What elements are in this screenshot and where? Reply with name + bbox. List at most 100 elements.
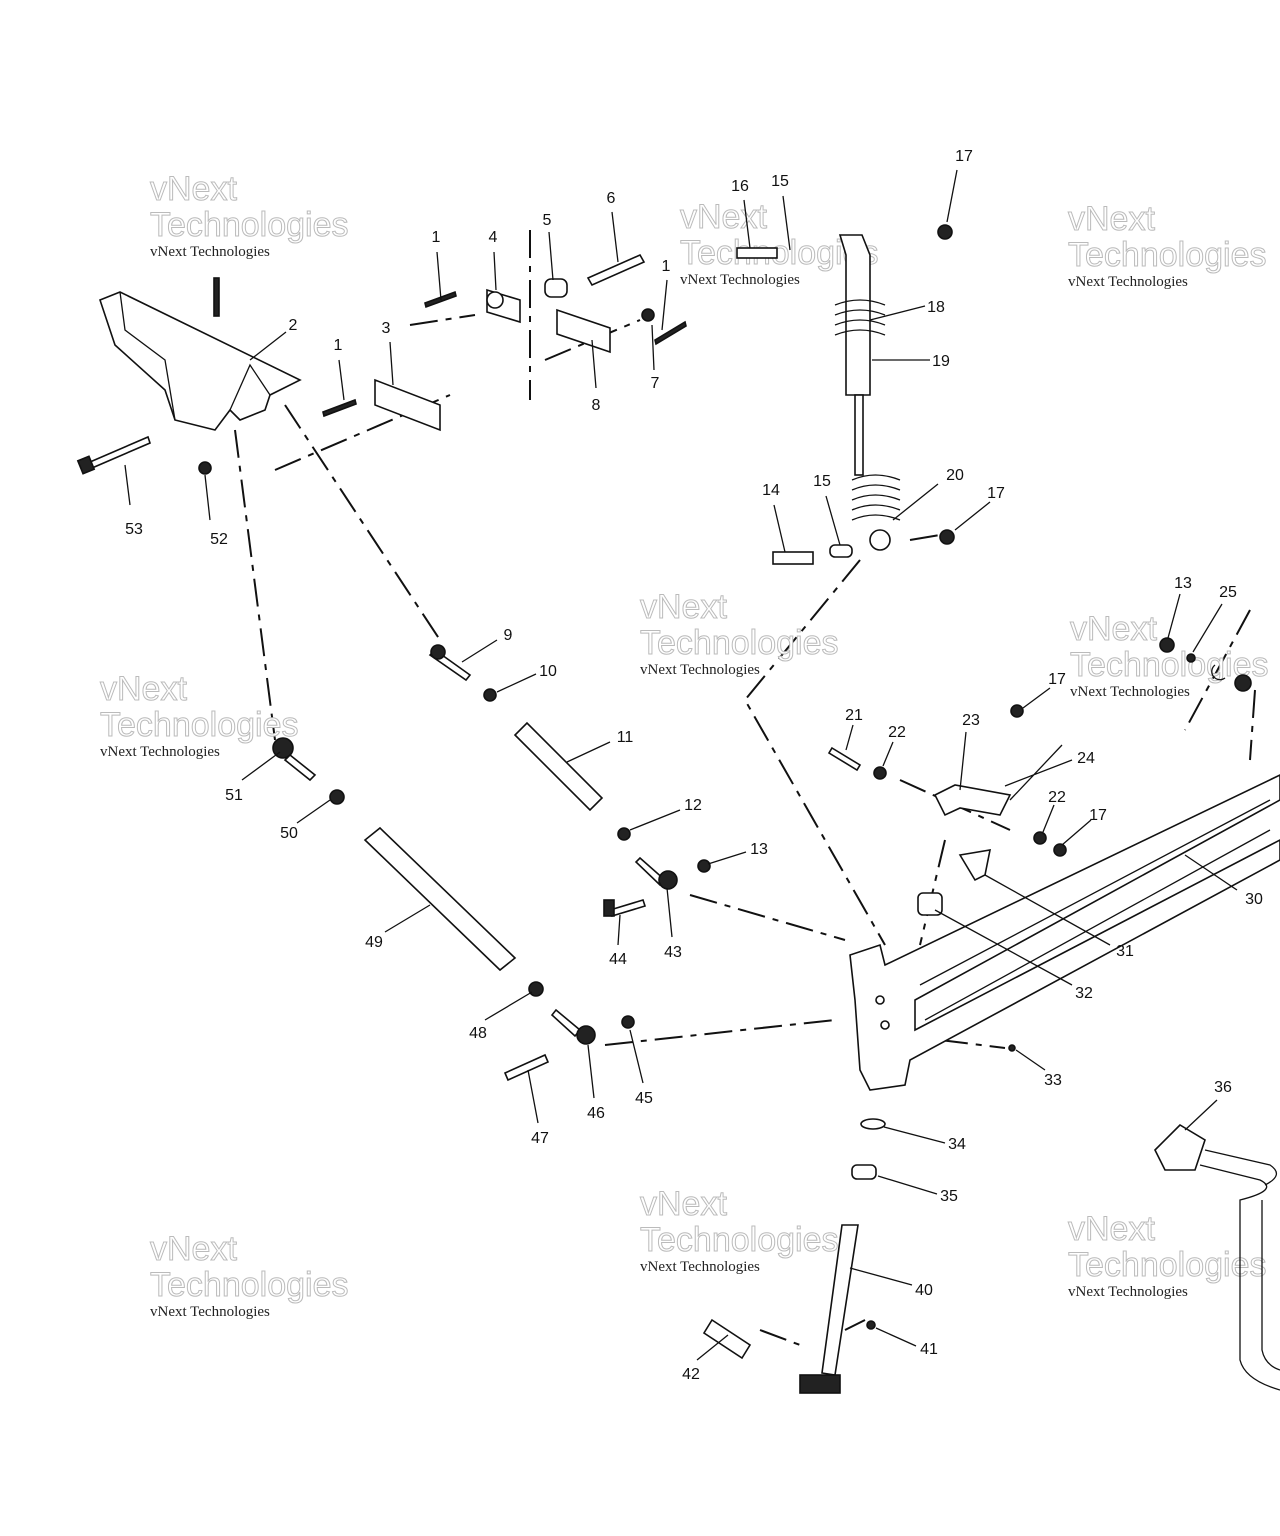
- watermark-big-bottom: Technologies: [1068, 236, 1266, 274]
- callout-label: 41: [920, 1341, 938, 1358]
- watermark-small: vNext Technologies: [1068, 1284, 1188, 1300]
- watermark-big-top: vNext: [1068, 200, 1155, 238]
- callout-label: 19: [932, 353, 950, 370]
- callout-label: 52: [210, 531, 228, 548]
- watermark-small: vNext Technologies: [1068, 274, 1188, 290]
- watermark-big-bottom: Technologies: [640, 624, 838, 662]
- callout-label: 1: [334, 337, 343, 354]
- callout-label: 17: [1089, 807, 1107, 824]
- callout-label: 9: [504, 627, 513, 644]
- watermark-big-top: vNext: [150, 170, 237, 208]
- watermark: vNext Technologies vNext Technologies: [1068, 200, 1267, 291]
- callout-label: 32: [1075, 985, 1093, 1002]
- callout-label: 8: [592, 397, 601, 414]
- callout-label: 4: [489, 229, 498, 246]
- callout-label: 51: [225, 787, 243, 804]
- watermark: vNext Technologies vNext Technologies: [150, 170, 349, 261]
- callout-label: 43: [664, 944, 682, 961]
- callout-label: 14: [762, 482, 780, 499]
- callout-label: 10: [539, 663, 557, 680]
- watermark-big-top: vNext: [680, 198, 767, 236]
- callout-label: 17: [1048, 671, 1066, 688]
- watermark: vNext Technologies vNext Technologies: [100, 670, 299, 761]
- a-arm-30-part: [849, 774, 1280, 1091]
- callout-label: 42: [682, 1366, 700, 1383]
- pin-6-part: [586, 253, 646, 287]
- watermark-big-top: vNext: [100, 670, 187, 708]
- callout-label: 50: [280, 825, 298, 842]
- watermark-small: vNext Technologies: [680, 272, 800, 288]
- watermark-big-bottom: Technologies: [150, 1266, 348, 1304]
- callout-label: 44: [609, 951, 627, 968]
- tube-11-part: [513, 721, 604, 812]
- callout-label: 46: [587, 1105, 605, 1122]
- callout-label: 15: [771, 173, 789, 190]
- callout-label: 49: [365, 934, 383, 951]
- bolt-53-part: [89, 435, 151, 470]
- callout-label: 22: [888, 724, 906, 741]
- watermark-big-top: vNext: [1068, 1210, 1155, 1248]
- watermark: vNext Technologies vNext Technologies: [640, 588, 839, 679]
- shock-absorber-part: [838, 234, 871, 396]
- callout-label: 12: [684, 797, 702, 814]
- watermark-big-top: vNext: [640, 588, 727, 626]
- callout-label: 20: [946, 467, 964, 484]
- callout-label: 24: [1077, 750, 1095, 767]
- watermark-small: vNext Technologies: [640, 1259, 760, 1275]
- leader-lines: [124, 169, 1238, 1361]
- watermark: vNext Technologies vNext Technologies: [150, 1230, 349, 1321]
- watermark-big-top: vNext: [150, 1230, 237, 1268]
- watermark-big-bottom: Technologies: [100, 706, 298, 744]
- callout-label: 13: [1174, 575, 1192, 592]
- callout-label: 48: [469, 1025, 487, 1042]
- tube-49-part: [363, 826, 517, 972]
- watermark-layer: vNext Technologies vNext Technologies vN…: [100, 170, 1269, 1321]
- callout-label: 47: [531, 1130, 549, 1147]
- watermark: vNext Technologies vNext Technologies: [680, 198, 879, 289]
- callout-label: 40: [915, 1282, 933, 1299]
- callout-label: 7: [651, 375, 660, 392]
- callout-label: 34: [948, 1136, 966, 1153]
- watermark-big-top: vNext: [1070, 610, 1157, 648]
- callout-label: 22: [1048, 789, 1066, 806]
- watermark-small: vNext Technologies: [1070, 684, 1190, 700]
- watermark-big-top: vNext: [640, 1185, 727, 1223]
- callout-label: 15: [813, 473, 831, 490]
- callout-label: 1: [432, 229, 441, 246]
- callout-label: 11: [617, 729, 634, 746]
- callout-label: 13: [750, 841, 768, 858]
- plate-3-part: [374, 378, 441, 432]
- callout-label: 5: [543, 212, 552, 229]
- watermark-big-bottom: Technologies: [640, 1221, 838, 1259]
- watermark: vNext Technologies vNext Technologies: [1068, 1210, 1267, 1301]
- callout-label: 3: [382, 320, 391, 337]
- bracket-23-part: [933, 784, 1012, 817]
- callout-label: 36: [1214, 1079, 1232, 1096]
- callout-label: 16: [731, 178, 749, 195]
- callout-label: 2: [289, 317, 298, 334]
- parts: [76, 224, 1280, 1394]
- watermark: vNext Technologies vNext Technologies: [640, 1185, 839, 1276]
- nut-52-part: [198, 461, 212, 475]
- callout-label: 30: [1245, 891, 1263, 908]
- callout-label: 53: [125, 521, 143, 538]
- frame-bracket-part: [99, 291, 302, 431]
- callout-label: 45: [635, 1090, 653, 1107]
- callout-label: 23: [962, 712, 980, 729]
- callout-label: 17: [955, 148, 973, 165]
- callout-labels: 17 16 15 1 4 5 6 1 2 3 18 19 1 8 7 53 52…: [125, 148, 1263, 1383]
- callout-label: 6: [607, 190, 616, 207]
- callout-label: 21: [845, 707, 863, 724]
- callout-label: 35: [940, 1188, 958, 1205]
- callout-label: 17: [987, 485, 1005, 502]
- watermark-big-bottom: Technologies: [1068, 1246, 1266, 1284]
- watermark-big-bottom: Technologies: [150, 206, 348, 244]
- watermark-small: vNext Technologies: [100, 744, 220, 760]
- plate-8-part: [556, 308, 611, 354]
- watermark-small: vNext Technologies: [640, 662, 760, 678]
- callout-label: 18: [927, 299, 945, 316]
- watermark-small: vNext Technologies: [150, 1304, 270, 1320]
- stabilizer-36-part: [1154, 1123, 1206, 1171]
- callout-label: 25: [1219, 584, 1237, 601]
